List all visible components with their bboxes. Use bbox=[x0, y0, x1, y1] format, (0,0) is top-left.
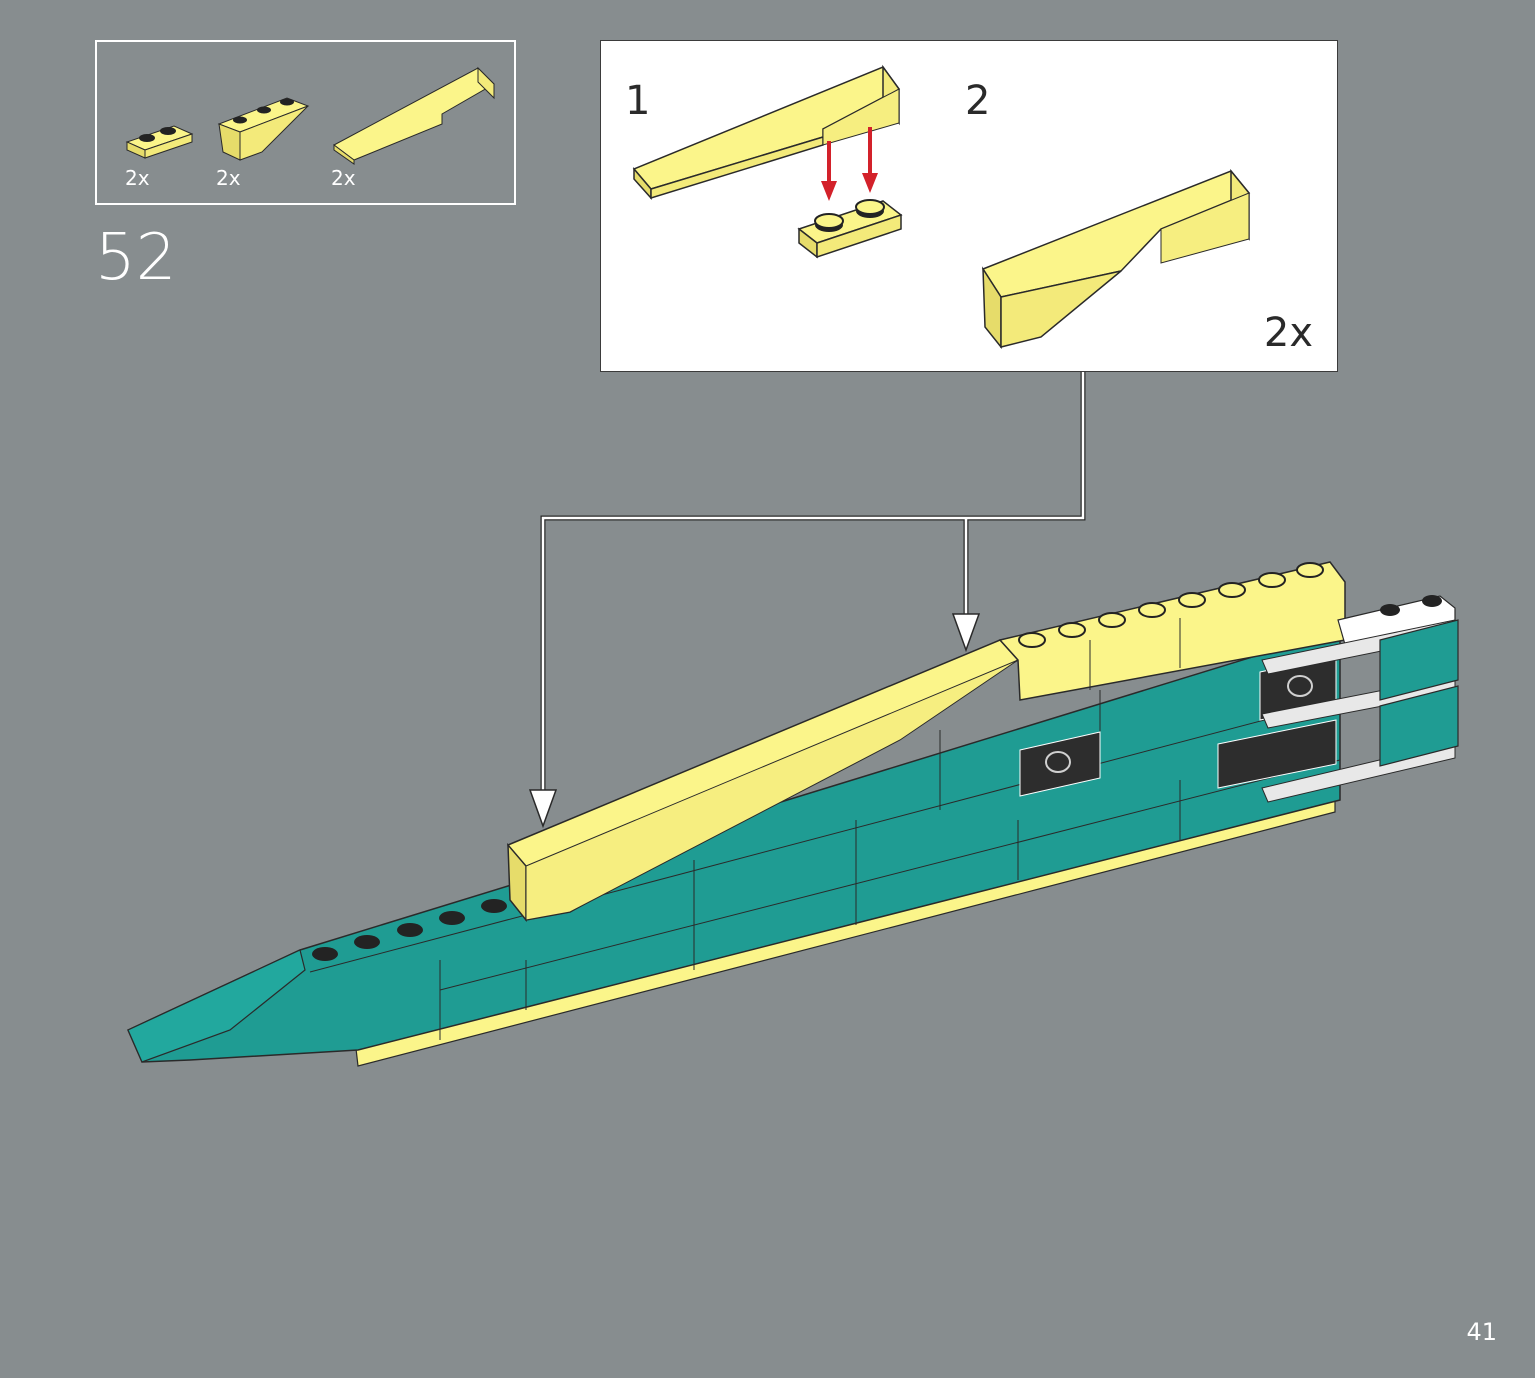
part-quantity-1: 2x bbox=[125, 166, 150, 190]
top-studs bbox=[1018, 562, 1324, 648]
wedge-slope-part bbox=[632, 64, 901, 200]
slope-inverted-icon bbox=[217, 97, 310, 161]
plate-1x2-icon bbox=[125, 125, 194, 159]
white-clip-bars bbox=[1261, 595, 1459, 803]
plate-1x2-part bbox=[797, 199, 903, 259]
assembled-wedge-part bbox=[981, 168, 1251, 350]
sub-assembly-box: 1 2 bbox=[600, 40, 1338, 372]
sub-assembly-multiplier: 2x bbox=[1263, 310, 1313, 356]
step-number: 52 bbox=[95, 221, 177, 295]
part-quantity-2: 2x bbox=[216, 166, 241, 190]
sub-step-number-1: 1 bbox=[625, 78, 651, 124]
nose-studs bbox=[312, 899, 507, 961]
page-number: 41 bbox=[1466, 1318, 1497, 1346]
parts-list-illustration bbox=[125, 66, 495, 165]
fuselage-hull bbox=[127, 628, 1341, 1063]
yellow-wedge-top bbox=[507, 561, 1346, 923]
callout-connector bbox=[540, 372, 1086, 800]
callout-arrow-icon bbox=[528, 613, 981, 829]
part-quantity-3: 2x bbox=[331, 166, 356, 190]
assembly-arrow-icon bbox=[821, 127, 878, 201]
sub-step-number-2: 2 bbox=[965, 78, 991, 124]
sub-assembly-illustration bbox=[632, 64, 1251, 350]
wedge-slope-long-icon bbox=[333, 66, 495, 165]
parts-list-box: 2x 2x 2x bbox=[95, 40, 516, 205]
